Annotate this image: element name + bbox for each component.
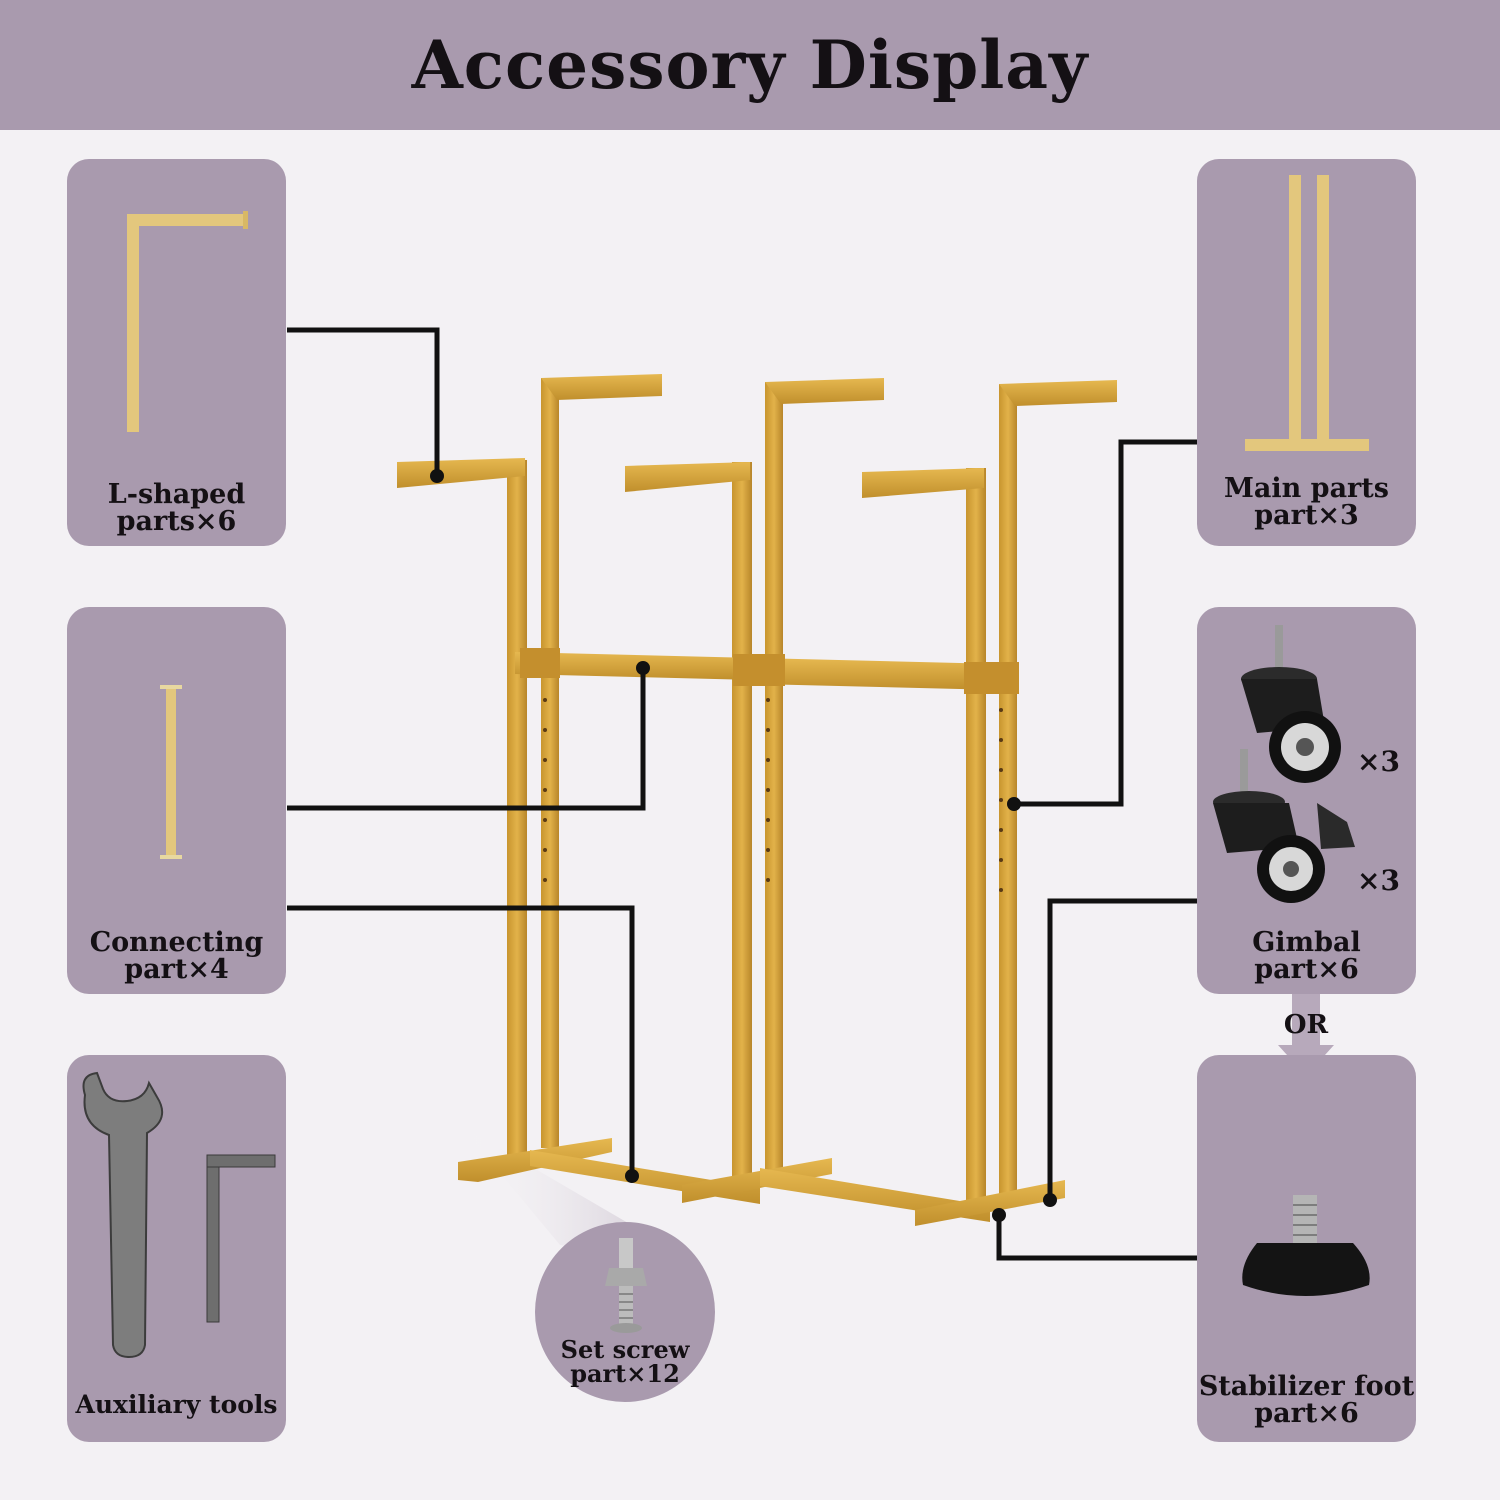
leader-lines [287,327,1197,1261]
rack-uprights [507,378,1017,1213]
connecting-part-icon [160,685,182,859]
caster-wheel-icon [1241,625,1341,783]
card-connecting-label-1: Connecting [89,927,264,958]
set-screw-label-1: Set screw [560,1335,690,1364]
caster-wheel-brake-icon [1213,749,1355,903]
rack-arms [397,374,1117,498]
card-stabilizer-label-1: Stabilizer foot [1198,1371,1415,1402]
card-gimbal-part: ×3 ×3 Gimbal part×6 [1197,607,1416,994]
or-label: OR [1283,1010,1329,1040]
card-l-shaped-label-1: L-shaped [107,479,246,510]
hex-key-icon [206,1154,276,1323]
rack-base [458,1138,1065,1226]
l-shaped-part-icon [127,211,248,432]
header-banner: Accessory Display [0,0,1500,130]
gimbal-art [1213,625,1355,903]
card-l-shaped-label-2: parts×6 [116,506,237,537]
card-connecting-label-2: part×4 [124,954,229,985]
bolt-icon [605,1238,647,1333]
page-title: Accessory Display [411,26,1089,104]
gimbal-qty-bottom: ×3 [1357,864,1400,897]
card-auxiliary-label: Auxiliary tools [75,1390,278,1419]
rack-holes [543,698,1003,892]
set-screw-callout: Set screw part×12 [535,1222,715,1402]
card-gimbal-label-2: part×6 [1254,954,1359,985]
leveling-foot-icon [1242,1195,1370,1296]
aux-art [82,1071,276,1359]
card-main-label-1: Main parts [1224,473,1389,504]
card-l-shaped-parts: L-shaped parts×6 [67,159,286,546]
wrench-icon [82,1071,164,1359]
card-gimbal-label-1: Gimbal [1252,927,1361,958]
rack-connecting-bars [515,648,1019,694]
set-screw-label-2: part×12 [570,1359,680,1388]
gimbal-qty-top: ×3 [1357,745,1400,778]
card-connecting-part: Connecting part×4 [67,607,286,994]
card-main-label-2: part×3 [1254,500,1359,531]
card-stabilizer-label-2: part×6 [1254,1398,1359,1429]
card-stabilizer-foot: Stabilizer foot part×6 [1197,1055,1416,1442]
main-part-icon [1245,175,1369,451]
leader-dots [430,469,1057,1222]
card-main-parts: Main parts part×3 [1197,159,1416,546]
card-auxiliary-tools: Auxiliary tools [67,1055,286,1442]
